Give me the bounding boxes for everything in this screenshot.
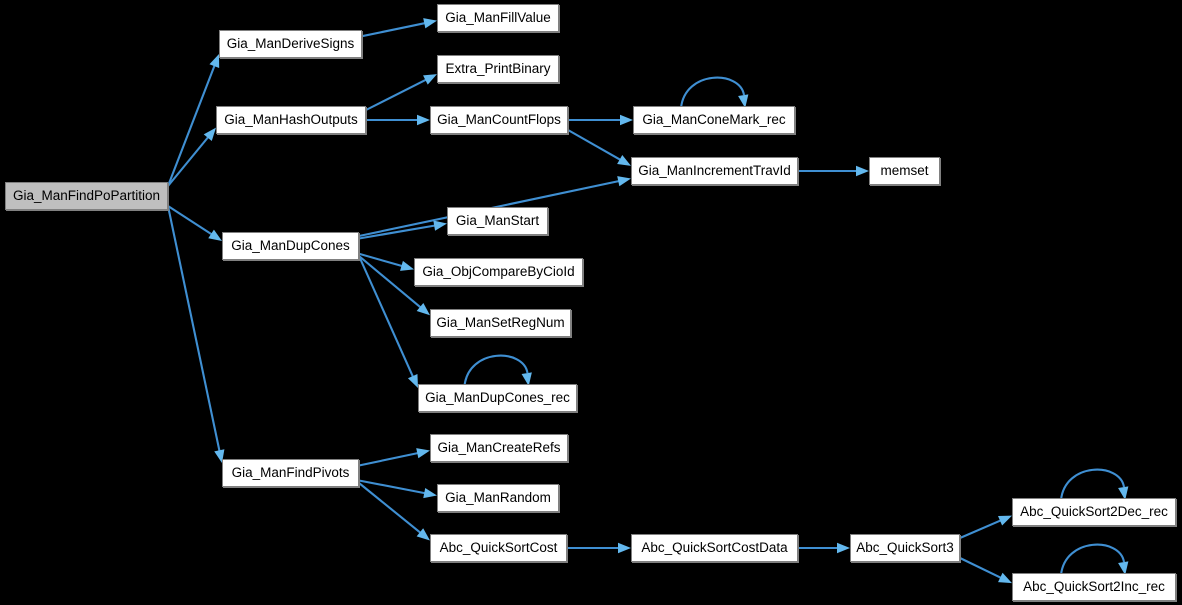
graph-edge-dupcones-to-manstart-arrow bbox=[433, 220, 447, 231]
graph-node-label: Extra_PrintBinary bbox=[445, 61, 551, 77]
graph-edge-qs3-to-qs2dec_rec-arrow bbox=[998, 515, 1012, 526]
graph-node-label: Gia_ManFindPivots bbox=[231, 465, 350, 481]
graph-node-label: Gia_ManStart bbox=[455, 213, 540, 229]
graph-node-dupcones[interactable]: Gia_ManDupCones bbox=[222, 232, 359, 260]
graph-edge-findpopartition-to-hashoutputs bbox=[167, 136, 210, 187]
graph-node-label: Gia_ManCreateRefs bbox=[437, 440, 561, 456]
graph-node-label: Gia_ManIncrementTravId bbox=[638, 163, 791, 179]
graph-edge-dupcones-to-objcompare-arrow bbox=[400, 260, 414, 271]
graph-edge-dupcones-to-incrtravid-arrow bbox=[617, 176, 631, 187]
graph-node-label: Gia_ManDeriveSigns bbox=[226, 36, 355, 52]
graph-node-label: Abc_QuickSortCost bbox=[439, 540, 558, 556]
graph-node-findpopartition[interactable]: Gia_ManFindPoPartition bbox=[5, 182, 168, 210]
graph-node-label: Gia_ObjCompareByCioId bbox=[422, 264, 575, 280]
graph-edge-findpopartition-to-dupcones-arrow bbox=[208, 229, 222, 241]
graph-node-dupcones_rec[interactable]: Gia_ManDupCones_rec bbox=[418, 384, 577, 412]
graph-node-label: Gia_ManDupCones_rec bbox=[425, 390, 570, 406]
graph-node-countflops[interactable]: Gia_ManCountFlops bbox=[430, 106, 568, 134]
graph-node-label: Gia_ManConeMark_rec bbox=[642, 112, 786, 128]
graph-node-label: Abc_QuickSortCostData bbox=[641, 540, 788, 556]
graph-node-label: Gia_ManRandom bbox=[445, 490, 551, 506]
graph-edge-dupcones-to-objcompare bbox=[358, 252, 403, 268]
graph-node-label: Gia_ManCountFlops bbox=[437, 112, 561, 128]
graph-edge-findpivots-to-manrandom bbox=[358, 479, 426, 495]
graph-edge-findpivots-to-manrandom-arrow bbox=[423, 487, 437, 499]
graph-node-label: memset bbox=[880, 163, 929, 179]
graph-edge-findpopartition-to-derivesigns bbox=[167, 64, 216, 187]
graph-edge-findpopartition-to-dupcones bbox=[167, 205, 213, 236]
graph-edge-incrtravid-to-memset-arrow bbox=[856, 165, 869, 177]
graph-node-manrandom[interactable]: Gia_ManRandom bbox=[437, 484, 559, 512]
graph-node-fillvalue[interactable]: Gia_ManFillValue bbox=[437, 4, 559, 32]
graph-edge-findpopartition-to-findpivots bbox=[166, 205, 221, 452]
graph-edge-countflops-to-conemark_rec-arrow bbox=[620, 114, 633, 126]
graph-edge-hashoutputs-to-printbinary-arrow bbox=[423, 74, 437, 85]
graph-edge-dupcones-to-dupcones_rec bbox=[358, 255, 415, 378]
graph-edge-dupcones-to-dupcones_rec-arrow bbox=[407, 374, 418, 388]
graph-node-findpivots[interactable]: Gia_ManFindPivots bbox=[222, 459, 359, 487]
graph-node-qs3[interactable]: Abc_QuickSort3 bbox=[850, 534, 960, 562]
graph-node-derivesigns[interactable]: Gia_ManDeriveSigns bbox=[219, 30, 362, 58]
graph-node-label: Gia_ManHashOutputs bbox=[224, 112, 358, 128]
graph-node-label: Abc_QuickSort3 bbox=[856, 540, 954, 556]
graph-edge-countflops-to-incrtravid-arrow bbox=[617, 154, 631, 166]
graph-edge-derivesigns-to-fillvalue bbox=[361, 22, 426, 38]
graph-edge-countflops-to-incrtravid bbox=[567, 129, 622, 161]
graph-edge-qscostdata-to-qs3-arrow bbox=[837, 542, 850, 554]
graph-edge-qs3-to-qs2inc_rec bbox=[959, 557, 1002, 579]
graph-edge-findpivots-to-createrefs-arrow bbox=[416, 448, 430, 459]
graph-edge-findpopartition-to-hashoutputs-arrow bbox=[203, 127, 216, 141]
graph-node-label: Gia_ManFindPoPartition bbox=[12, 188, 161, 204]
graph-edge-dupcones_rec-to-dupcones_rec bbox=[463, 354, 529, 387]
graph-node-createrefs[interactable]: Gia_ManCreateRefs bbox=[430, 434, 568, 462]
graph-edge-findpivots-to-createrefs bbox=[358, 451, 419, 467]
graph-node-setregnum[interactable]: Gia_ManSetRegNum bbox=[430, 309, 571, 337]
graph-node-qscost[interactable]: Abc_QuickSortCost bbox=[430, 534, 567, 562]
graph-edge-qs3-to-qs2dec_rec bbox=[959, 519, 1002, 539]
graph-edge-derivesigns-to-fillvalue-arrow bbox=[423, 18, 437, 29]
graph-node-label: Gia_ManSetRegNum bbox=[436, 315, 565, 331]
graph-node-manstart[interactable]: Gia_ManStart bbox=[447, 207, 548, 235]
graph-node-printbinary[interactable]: Extra_PrintBinary bbox=[437, 55, 559, 83]
graph-edge-dupcones-to-setregnum bbox=[358, 255, 422, 309]
graph-edge-qscost-to-qscostdata-arrow bbox=[618, 542, 631, 554]
graph-node-qs2inc_rec[interactable]: Abc_QuickSort2Inc_rec bbox=[1012, 573, 1176, 601]
graph-edge-hashoutputs-to-countflops-arrow bbox=[417, 114, 430, 126]
graph-edge-qs3-to-qs2inc_rec-arrow bbox=[998, 572, 1012, 584]
graph-node-qscostdata[interactable]: Abc_QuickSortCostData bbox=[631, 534, 798, 562]
graph-edge-findpivots-to-qscost-arrow bbox=[416, 528, 430, 541]
graph-node-label: Gia_ManFillValue bbox=[445, 10, 551, 26]
graph-node-label: Abc_QuickSort2Inc_rec bbox=[1023, 579, 1165, 595]
graph-node-hashoutputs[interactable]: Gia_ManHashOutputs bbox=[216, 106, 366, 134]
graph-node-qs2dec_rec[interactable]: Abc_QuickSort2Dec_rec bbox=[1012, 498, 1176, 526]
graph-edge-qs2inc_rec-to-qs2inc_rec bbox=[1059, 543, 1126, 576]
graph-edge-hashoutputs-to-printbinary bbox=[365, 78, 427, 111]
graph-node-label: Gia_ManDupCones bbox=[231, 238, 350, 254]
graph-edge-findpopartition-to-derivesigns-arrow bbox=[209, 54, 220, 69]
graph-node-objcompare[interactable]: Gia_ObjCompareByCioId bbox=[414, 258, 583, 286]
graph-edge-findpivots-to-qscost bbox=[358, 482, 422, 534]
graph-edge-dupcones-to-setregnum-arrow bbox=[416, 302, 430, 316]
graph-edge-conemark_rec-to-conemark_rec bbox=[679, 76, 746, 109]
graph-node-label: Abc_QuickSort2Dec_rec bbox=[1020, 504, 1168, 520]
graph-edge-qs2dec_rec-to-qs2dec_rec bbox=[1059, 468, 1126, 501]
graph-edge-dupcones-to-manstart bbox=[358, 224, 436, 240]
graph-node-conemark_rec[interactable]: Gia_ManConeMark_rec bbox=[633, 106, 795, 134]
graph-node-memset[interactable]: memset bbox=[869, 157, 940, 185]
graph-node-incrtravid[interactable]: Gia_ManIncrementTravId bbox=[631, 157, 798, 185]
